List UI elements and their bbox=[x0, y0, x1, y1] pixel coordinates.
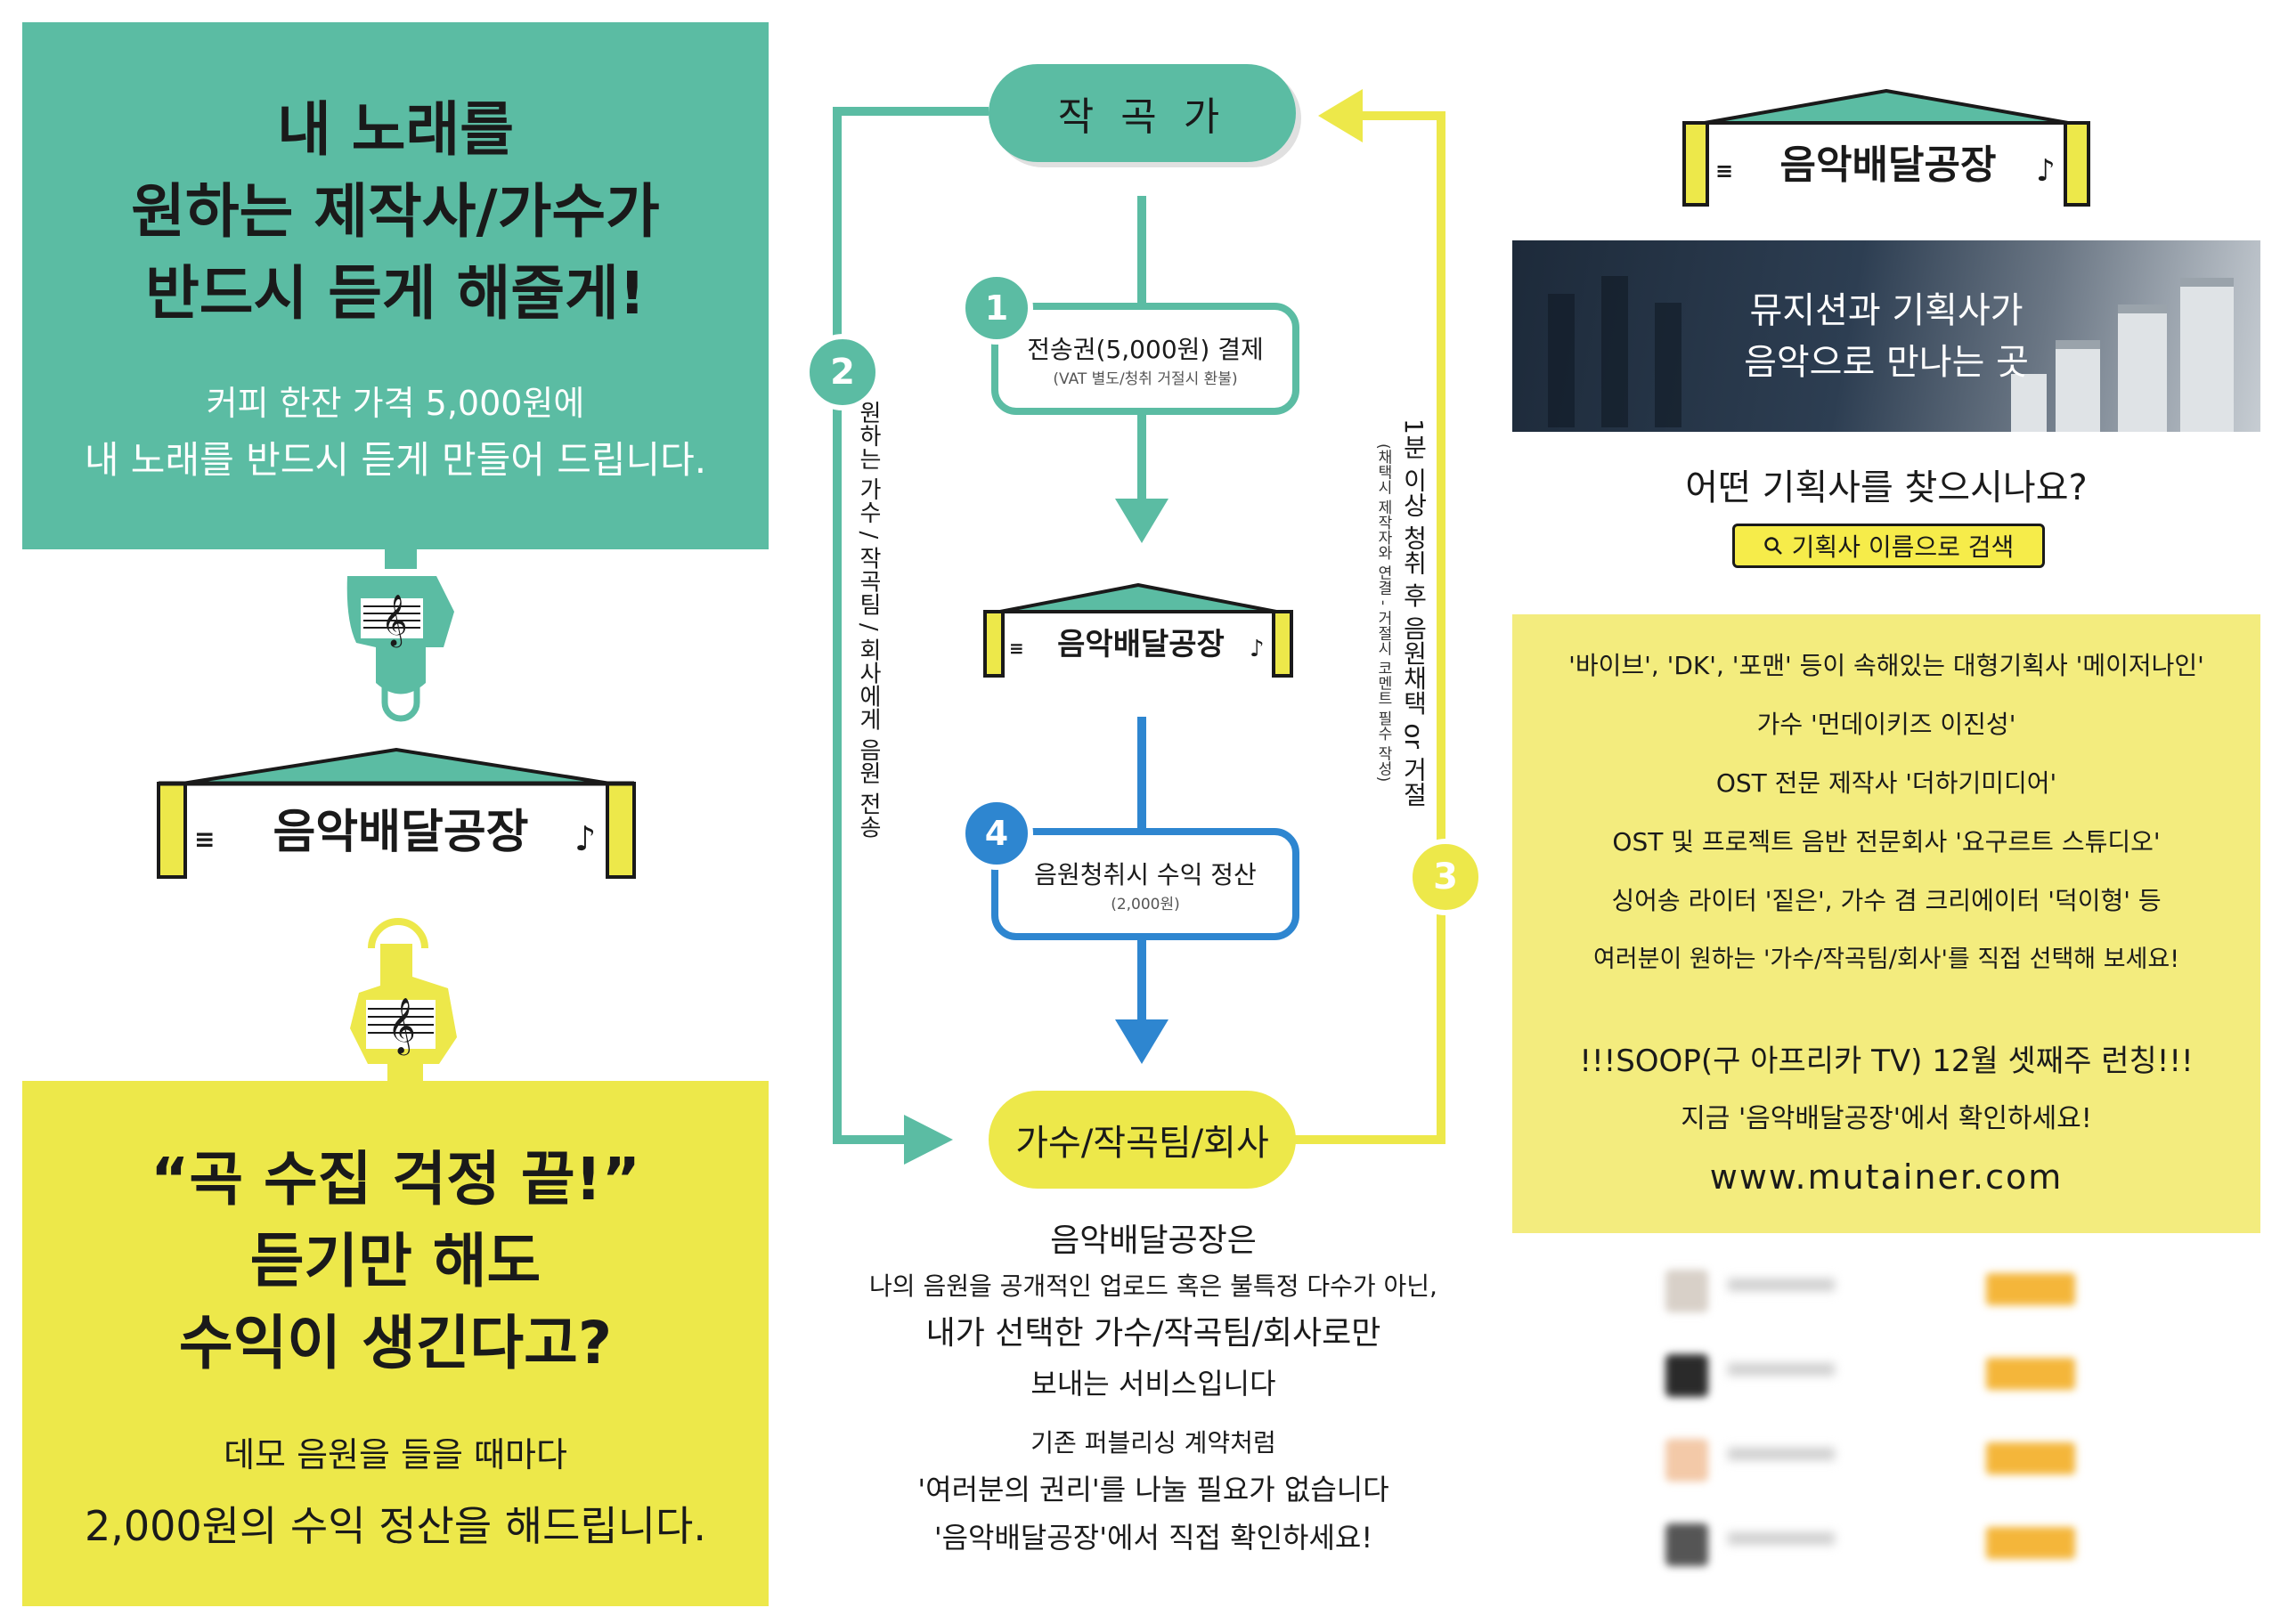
blurred-row bbox=[1665, 1518, 2111, 1571]
logo-left-mark: ≡ bbox=[194, 824, 215, 854]
pointing-hand-down-icon: 𝄞 bbox=[346, 549, 454, 722]
desc-line-3: 내가 선택한 가수/작곡팀/회사로만 bbox=[925, 1315, 1381, 1352]
logo-right-name: 음악배달공장 bbox=[1780, 142, 1997, 188]
blurred-row bbox=[1665, 1349, 2111, 1402]
svg-text:𝄞: 𝄞 bbox=[387, 997, 416, 1056]
agency-line-2: 가수 '먼데이키즈 이진성' bbox=[1756, 710, 2016, 739]
banner-line-1: 뮤지션과 기획사가 bbox=[1749, 290, 2024, 331]
desc-line-5: 기존 퍼블리싱 계약처럼 bbox=[1030, 1428, 1276, 1458]
arrow-head-down-green bbox=[1115, 499, 1168, 543]
revenue-headline-line-2: 듣기만 해도 bbox=[249, 1227, 542, 1295]
step3-badge: 3 bbox=[1407, 839, 1484, 915]
intro-body-line-2: 내 노래를 반드시 듣게 만들어 드립니다. bbox=[84, 438, 707, 482]
blurred-row bbox=[1665, 1264, 2111, 1318]
intro-headline: 내 노래를 원하는 제작사/가수가 반드시 듣게 해줄게! bbox=[22, 89, 769, 335]
intro-body: 커피 한잔 가격 5,000원에 내 노래를 반드시 듣게 만들어 드립니다. bbox=[22, 375, 769, 489]
brand-logo-right: ≡ 음악배달공장 ♪ bbox=[1682, 89, 2090, 207]
service-description: 음악배달공장은 나의 음원을 공개적인 업로드 혹은 불특정 다수가 아닌, 내… bbox=[806, 1218, 1501, 1562]
website-link[interactable]: www.mutainer.com bbox=[1709, 1157, 2064, 1197]
mixer-graphic bbox=[1548, 276, 2234, 432]
logo-right-right-mark: ♪ bbox=[2036, 153, 2056, 189]
desc-line-7: '음악배달공장'에서 직접 확인하세요! bbox=[933, 1521, 1373, 1555]
launch-notice: !!!SOOP(구 아프리카 TV) 12월 셋째주 런칭!!! bbox=[1579, 1043, 2194, 1079]
banner-line-2: 음악으로 만나는 곳 bbox=[1744, 342, 2029, 383]
arrow-head-down-blue bbox=[1115, 1019, 1168, 1064]
desc-line-6: '여러분의 권리'를 나눌 필요가 없습니다 bbox=[917, 1473, 1389, 1506]
agency-list-text: '바이브', 'DK', '포맨' 등이 속해있는 대형기획사 '메이저나인' … bbox=[1512, 637, 2260, 989]
step3-label: 1분 이상 청취 후 음원채택 or 거절 bbox=[1399, 418, 1429, 807]
blurred-agency-list bbox=[1639, 1229, 2138, 1620]
brand-logo-middle: ≡ 음악배달공장 ♪ bbox=[983, 583, 1293, 678]
arrow-head-green bbox=[904, 1115, 953, 1165]
composer-node: 작 곡 가 bbox=[989, 64, 1296, 162]
target-label: 가수/작곡팀/회사 bbox=[1015, 1123, 1269, 1164]
target-node: 가수/작곡팀/회사 bbox=[989, 1091, 1296, 1189]
revenue-headline-line-1: “곡 수집 걱정 끝!” bbox=[150, 1145, 641, 1214]
search-icon bbox=[1763, 537, 1782, 555]
revenue-headline: “곡 수집 걱정 끝!” 듣기만 해도 수익이 생긴다고? bbox=[22, 1139, 769, 1384]
logo-right-mark: ♪ bbox=[574, 819, 596, 858]
revenue-panel: “곡 수집 걱정 끝!” 듣기만 해도 수익이 생긴다고? 데모 음원을 들을 … bbox=[22, 1081, 769, 1606]
step2-label: 원하는 가수 / 작곡팀 / 회사에게 음원 전송 bbox=[855, 401, 882, 839]
check-notice: 지금 '음악배달공장'에서 확인하세요! bbox=[1681, 1103, 2092, 1134]
search-label: 기획사 이름으로 검색 bbox=[1791, 532, 2015, 562]
headline-line-2: 원하는 제작사/가수가 bbox=[131, 177, 660, 246]
agency-line-1: '바이브', 'DK', '포맨' 등이 속해있는 대형기획사 '메이저나인' bbox=[1568, 651, 2204, 680]
blurred-row bbox=[1665, 1433, 2111, 1487]
logo-name: 음악배달공장 bbox=[273, 806, 528, 859]
brand-logo: ≡ 음악배달공장 ♪ bbox=[157, 748, 636, 879]
flow-connectors bbox=[833, 89, 1445, 1165]
revenue-body-line-2: 2,000원의 수익 정산을 해드립니다. bbox=[84, 1502, 707, 1550]
step4-badge: 4 bbox=[960, 797, 1033, 870]
logo-middle-right-mark: ♪ bbox=[1250, 636, 1265, 662]
agency-line-4: OST 및 프로젝트 음반 전문회사 '요구르트 스튜디오' bbox=[1612, 827, 2161, 857]
composer-label: 작 곡 가 bbox=[1057, 94, 1227, 140]
intro-body-line-1: 커피 한잔 가격 5,000원에 bbox=[206, 384, 585, 423]
desc-line-4: 보내는 서비스입니다 bbox=[1030, 1367, 1276, 1401]
step1-node: 전송권(5,000원) 결제 (VAT 별도/청취 거절시 환불) bbox=[991, 303, 1299, 415]
arrow-head-yellow bbox=[1318, 89, 1363, 142]
desc-line-2: 나의 음원을 공개적인 업로드 혹은 불특정 다수가 아닌, bbox=[869, 1271, 1437, 1301]
step4-node: 음원청취시 수익 정산 (2,000원) bbox=[991, 828, 1299, 940]
step4-subtitle: (2,000원) bbox=[1111, 895, 1180, 914]
headline-line-1: 내 노래를 bbox=[277, 95, 514, 164]
revenue-body-line-1: 데모 음원을 들을 때마다 bbox=[224, 1435, 567, 1474]
agency-line-6: 여러분이 원하는 '가수/작곡팀/회사'를 직접 선택해 보세요! bbox=[1592, 946, 2180, 973]
logo-right-left-mark: ≡ bbox=[1715, 158, 1733, 183]
step2-badge: 2 bbox=[804, 334, 881, 410]
revenue-headline-line-3: 수익이 생긴다고? bbox=[178, 1309, 613, 1377]
intro-panel: 내 노래를 원하는 제작사/가수가 반드시 듣게 해줄게! 커피 한잔 가격 5… bbox=[22, 22, 769, 549]
agency-line-5: 싱어송 라이터 '짙은', 가수 겸 크리에이터 '덕이형' 등 bbox=[1611, 886, 2162, 915]
logo-middle-left-mark: ≡ bbox=[1009, 637, 1024, 659]
logo-middle-name: 음악배달공장 bbox=[1057, 627, 1225, 662]
step1-title: 전송권(5,000원) 결제 bbox=[1027, 334, 1264, 364]
revenue-body: 데모 음원을 들을 때마다 2,000원의 수익 정산을 해드립니다. bbox=[22, 1419, 769, 1562]
step3-sublabel: (채택시 제작자와 연결 - 거절시 코멘트 필수 작성) bbox=[1374, 443, 1392, 783]
hero-banner: 뮤지션과 기획사가 음악으로 만나는 곳 bbox=[1512, 240, 2260, 432]
agency-info-panel: '바이브', 'DK', '포맨' 등이 속해있는 대형기획사 '메이저나인' … bbox=[1512, 614, 2260, 1233]
agency-question: 어떤 기획사를 찾으시나요? bbox=[1685, 467, 2088, 508]
step1-subtitle: (VAT 별도/청취 거절시 환불) bbox=[1053, 369, 1238, 388]
agency-search-button[interactable]: 기획사 이름으로 검색 bbox=[1732, 524, 2045, 568]
pointing-hand-up-icon: 𝄞 bbox=[350, 918, 457, 1086]
svg-text:𝄞: 𝄞 bbox=[381, 594, 408, 648]
headline-line-3: 반드시 듣게 해줄게! bbox=[145, 259, 646, 328]
desc-line-1: 음악배달공장은 bbox=[1050, 1222, 1257, 1259]
agency-line-3: OST 전문 제작사 '더하기미디어' bbox=[1715, 768, 2057, 798]
banner-text: 뮤지션과 기획사가 음악으로 만나는 곳 bbox=[1512, 285, 2260, 388]
step4-title: 음원청취시 수익 정산 bbox=[1034, 859, 1257, 889]
step1-badge: 1 bbox=[960, 272, 1033, 345]
